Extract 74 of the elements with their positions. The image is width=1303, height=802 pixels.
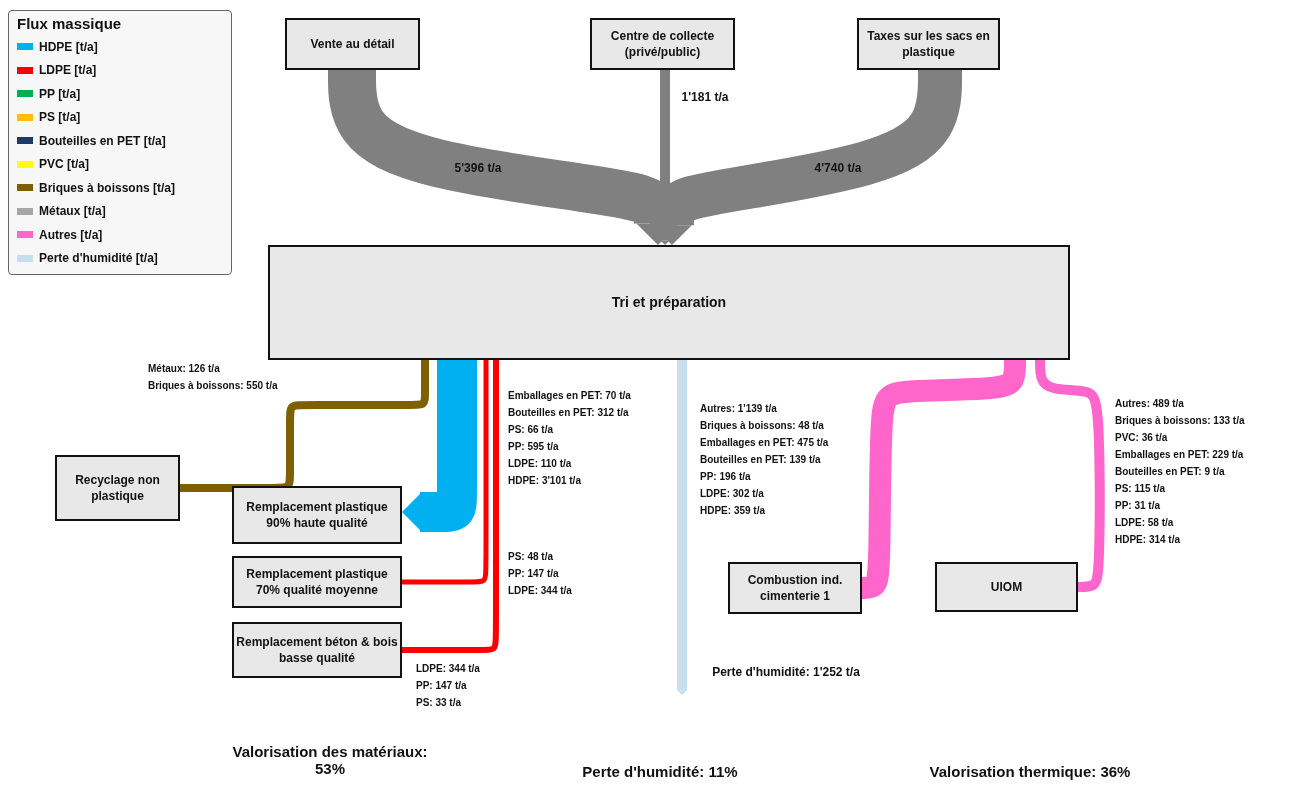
flow-value-label: PP: 196 t/a — [700, 470, 751, 483]
flow-value-label: PS: 66 t/a — [508, 423, 554, 436]
flow-value-label: Emballages en PET: 229 t/a — [1115, 448, 1244, 461]
flow-value-label: Emballages en PET: 70 t/a — [508, 389, 631, 402]
node-label: Remplacement plastique 70% qualité moyenne — [245, 565, 389, 599]
node-label: Taxes sur les sacs en plastique — [866, 27, 991, 61]
flow-value-label: Briques à boissons: 48 t/a — [700, 419, 824, 432]
node-label: Centre de collecte (privé/public) — [609, 27, 716, 61]
flow-value-label: PP: 31 t/a — [1115, 499, 1161, 512]
flow-label: 4'740 t/a — [812, 161, 864, 175]
legend-label: Briques à boissons [t/a] — [39, 180, 176, 195]
process-box — [590, 18, 735, 70]
summary-text: Valorisation thermique: 36% — [928, 763, 1132, 780]
legend-label: Autres [t/a] — [39, 227, 103, 242]
flow-value-label: Métaux: 126 t/a — [148, 362, 220, 375]
process-box — [232, 486, 402, 544]
flow-value-label: HDPE: 314 t/a — [1115, 533, 1181, 546]
flow-label: 5'396 t/a — [452, 161, 504, 175]
flow-band — [660, 70, 670, 245]
node-label: Tri et préparation — [611, 293, 727, 312]
legend-label: Perte d'humidité [t/a] — [39, 251, 158, 266]
flow-value-label: Bouteilles en PET: 312 t/a — [508, 406, 629, 419]
process-box — [55, 455, 180, 521]
flow-value-label: Briques à boissons: 550 t/a — [148, 379, 278, 392]
flow-band — [1035, 358, 1105, 592]
process-box — [268, 245, 1070, 360]
process-box — [728, 562, 862, 614]
flow-value-label: PS: 33 t/a — [416, 696, 462, 709]
summary-text: Valorisation des matériaux: 53% — [231, 743, 429, 777]
process-box — [935, 562, 1078, 612]
legend-label: PVC [t/a] — [39, 157, 89, 172]
flow-label: 1'181 t/a — [679, 90, 731, 104]
flow-value-label: PS: 48 t/a — [508, 550, 554, 563]
flow-value-label: LDPE: 110 t/a — [508, 457, 572, 470]
flow-value-label: PP: 595 t/a — [508, 440, 559, 453]
flow-value-label: LDPE: 302 t/a — [700, 487, 764, 500]
flow-value-label: HDPE: 359 t/a — [700, 504, 766, 517]
flow-value-label: Autres: 489 t/a — [1115, 397, 1184, 410]
process-box — [285, 18, 420, 70]
flow-value-label: PVC: 36 t/a — [1115, 431, 1168, 444]
flow-value-label: LDPE: 344 t/a — [508, 584, 572, 597]
flow-value-label: LDPE: 344 t/a — [416, 662, 480, 675]
flow-value-label: PS: 115 t/a — [1115, 482, 1166, 495]
flow-band — [180, 360, 429, 492]
flow-label: Perte d'humidité: 1'252 t/a — [710, 665, 862, 679]
node-label: Combustion ind. cimenterie 1 — [746, 571, 844, 605]
node-label: Recyclage non plastique — [74, 471, 161, 505]
legend-title: Flux massique — [17, 15, 122, 32]
flow-value-label: LDPE: 58 t/a — [1115, 516, 1174, 529]
node-label: Remplacement béton & bois basse qualité — [236, 633, 398, 667]
flow-band — [402, 360, 499, 653]
summary-text: Perte d'humidité: 11% — [581, 763, 739, 780]
node-label: Remplacement plastique 90% haute qualité — [245, 498, 389, 532]
flow-value-label: PP: 147 t/a — [508, 567, 559, 580]
flow-value-label: Emballages en PET: 475 t/a — [700, 436, 829, 449]
legend-label: Bouteilles en PET [t/a] — [39, 133, 166, 148]
flow-value-label: PP: 147 t/a — [416, 679, 467, 692]
legend-label: PP [t/a] — [39, 86, 81, 101]
node-label: Vente au détail — [310, 35, 395, 53]
flow-value-label: Bouteilles en PET: 139 t/a — [700, 453, 821, 466]
flow-band — [402, 360, 489, 585]
process-box — [232, 556, 402, 608]
flow-value-label: Autres: 1'139 t/a — [700, 402, 777, 415]
legend-label: HDPE [t/a] — [39, 39, 98, 54]
flow-value-label: Briques à boissons: 133 t/a — [1115, 414, 1245, 427]
legend-label: Métaux [t/a] — [39, 204, 106, 219]
flow-band — [677, 360, 687, 695]
flow-value-label: HDPE: 3'101 t/a — [508, 474, 581, 487]
node-label: UIOM — [990, 578, 1023, 596]
process-box — [857, 18, 1000, 70]
flow-value-label: Bouteilles en PET: 9 t/a — [1115, 465, 1225, 478]
legend-label: PS [t/a] — [39, 110, 81, 125]
legend-label: LDPE [t/a] — [39, 63, 97, 78]
process-box — [232, 622, 402, 678]
